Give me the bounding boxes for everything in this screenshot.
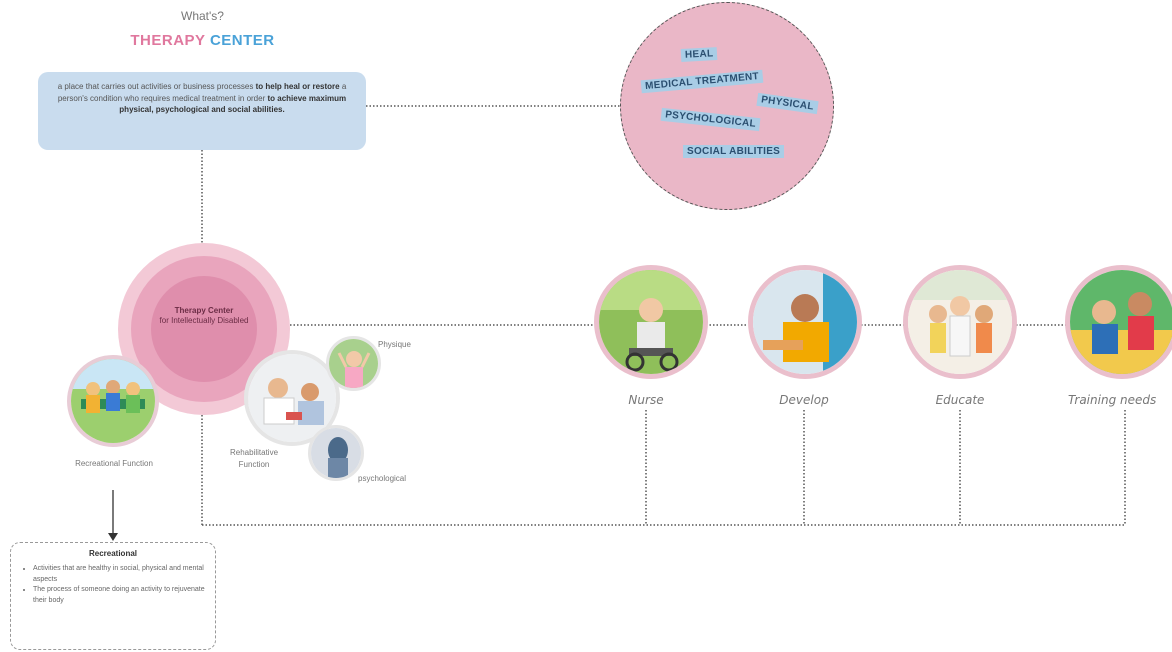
role-label-develop: Develop (779, 393, 829, 407)
training-needs-photo (1065, 265, 1172, 379)
recreational-box-title: Recreational (88, 549, 138, 558)
center-title: Therapy Center (174, 306, 234, 315)
psychological-photo (308, 425, 364, 481)
keyword-physical: PHYSICAL (756, 92, 819, 115)
rehabilitative-photo (244, 350, 340, 446)
physique-photo (326, 336, 381, 391)
educate-photo (903, 265, 1017, 379)
definition-box: a place that carries out activities or b… (38, 72, 366, 150)
role-label-nurse: Nurse (628, 393, 664, 407)
role-label-training-needs: Training needs (1068, 393, 1157, 407)
recreational-box: Recreational Activities that are healthy… (10, 542, 216, 650)
nurse-photo (594, 265, 708, 379)
recreational-list: Activities that are healthy in social, p… (21, 564, 205, 606)
center-subtitle: for Intellectually Disabled (159, 316, 249, 326)
center-label: Therapy Center for Intellectually Disabl… (151, 306, 257, 327)
title-therapy: THERAPY (130, 32, 206, 49)
keyword-medical-treatment: MEDICAL TREATMENT (640, 69, 764, 94)
recreational-item: The process of someone doing an activity… (33, 585, 205, 606)
recreational-arrow (108, 490, 118, 541)
keyword-heal: HEAL (680, 47, 718, 62)
physique-label: Physique (378, 340, 411, 349)
develop-photo (748, 265, 862, 379)
role-label-educate: Educate (935, 393, 985, 407)
definition-text-1: a place that carries out activities or b… (57, 82, 256, 91)
keyword-psychological: PSYCHOLOGICAL (660, 107, 761, 132)
definition-bold-2: to achieve maximum physical, psychologic… (119, 93, 347, 115)
header-question: What's? (181, 9, 224, 23)
recreational-photo (67, 355, 159, 447)
title-center: CENTER (209, 32, 275, 49)
center-circle-inner (151, 276, 257, 382)
keywords-circle: HEAL MEDICAL TREATMENT PHYSICAL PSYCHOLO… (620, 2, 834, 210)
psychological-label: psychological (358, 474, 407, 483)
definition-text-2: a person's condition who requires medica… (57, 82, 347, 103)
rehabilitative-function-label: Rehabilitative Function (229, 448, 279, 469)
recreational-item: Activities that are healthy in social, p… (33, 564, 205, 585)
recreational-function-label: Recreational Function (75, 459, 153, 468)
definition-bold-1: to help heal or restore (255, 82, 340, 91)
keyword-social-abilities: SOCIAL ABILITIES (683, 145, 785, 158)
page-title: THERAPY CENTER (0, 32, 405, 49)
